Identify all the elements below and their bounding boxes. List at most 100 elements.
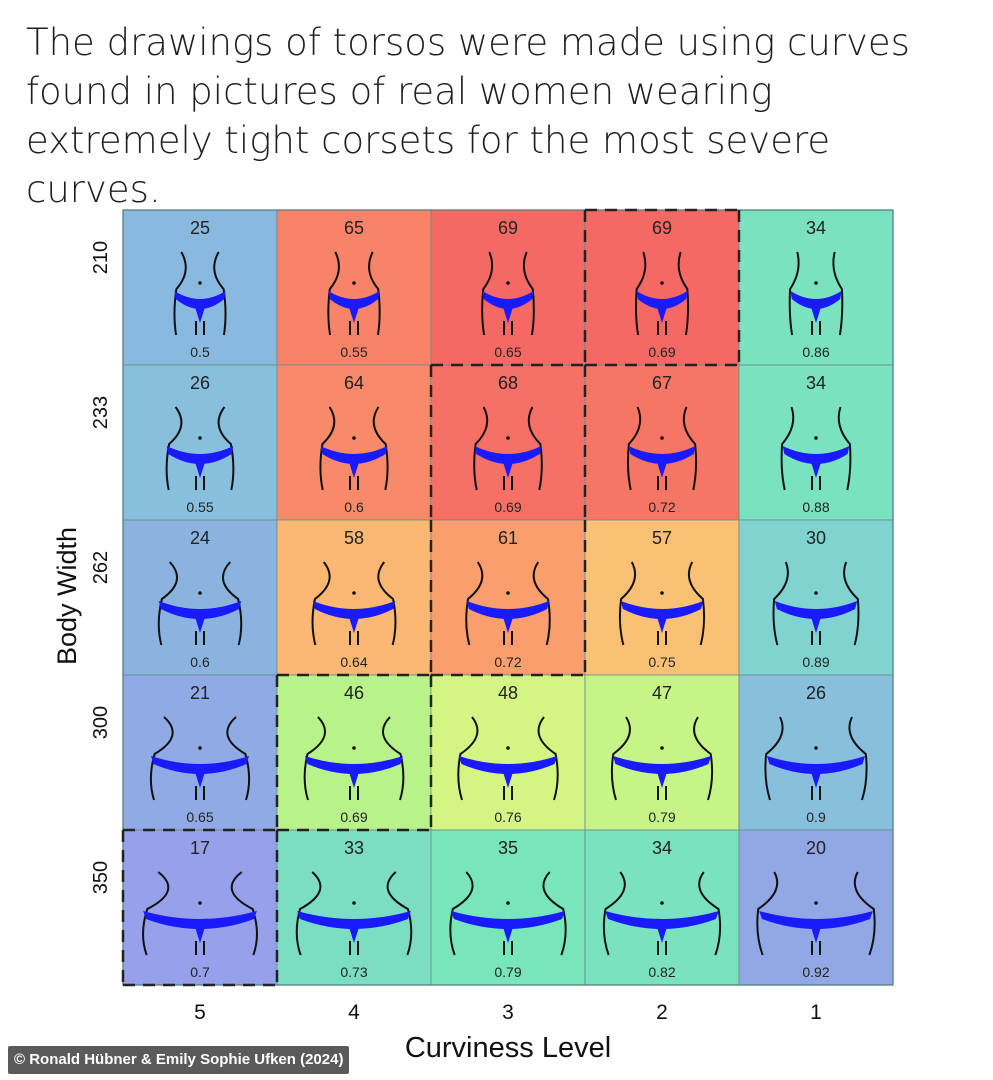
heatmap-cell: 200.92 bbox=[738, 829, 894, 986]
torso-outline-right bbox=[226, 716, 251, 801]
cell-value-label: 67 bbox=[652, 373, 672, 393]
cell-value-label: 30 bbox=[806, 528, 826, 548]
heatmap-cell: 690.69 bbox=[584, 209, 740, 366]
torso-figure bbox=[457, 716, 559, 801]
torso-outline-right bbox=[386, 871, 413, 956]
cell-value-label: 47 bbox=[652, 683, 672, 703]
heatmap-cell: 690.65 bbox=[430, 209, 586, 366]
navel-dot bbox=[198, 281, 202, 285]
navel-dot bbox=[506, 746, 510, 750]
torso-outline-left bbox=[756, 871, 779, 956]
garment-crotch bbox=[195, 617, 205, 633]
cell-value-label: 17 bbox=[190, 838, 210, 858]
cell-background bbox=[430, 364, 586, 521]
navel-dot bbox=[660, 746, 664, 750]
torso-outline-left bbox=[295, 871, 322, 956]
heatmap-cell: 340.86 bbox=[738, 209, 894, 366]
torso-figure bbox=[157, 561, 243, 646]
garment-band bbox=[328, 291, 380, 309]
garment-crotch bbox=[349, 617, 359, 633]
cell-background bbox=[276, 209, 432, 366]
garment-crotch bbox=[349, 927, 359, 943]
cell-background bbox=[430, 209, 586, 366]
caption: The drawings of torsos were made using c… bbox=[26, 21, 910, 211]
torso-outline-right bbox=[377, 561, 397, 646]
cell-ratio-label: 0.79 bbox=[648, 809, 675, 825]
torso-outline-left bbox=[610, 716, 631, 801]
cell-value-label: 58 bbox=[344, 528, 364, 548]
x-tick-label: 1 bbox=[810, 1001, 822, 1024]
torso-outline-right bbox=[222, 561, 243, 646]
garment-band bbox=[759, 911, 873, 929]
garment-crotch bbox=[503, 462, 513, 478]
torso-outline-left bbox=[311, 561, 331, 646]
garment-band bbox=[297, 911, 411, 929]
torso-outline-left bbox=[303, 716, 327, 801]
torso-outline-right bbox=[853, 871, 876, 956]
cell-background bbox=[584, 829, 740, 986]
garment-band bbox=[320, 446, 388, 464]
navel-dot bbox=[506, 281, 510, 285]
cell-value-label: 61 bbox=[498, 528, 518, 548]
heatmap-cell: 680.69 bbox=[430, 364, 586, 521]
cell-ratio-label: 0.69 bbox=[648, 344, 675, 360]
cell-value-label: 24 bbox=[190, 528, 210, 548]
cell-background bbox=[122, 364, 278, 521]
garment-band bbox=[151, 756, 249, 774]
torso-outline-left bbox=[457, 716, 479, 801]
torso-outline-left bbox=[327, 251, 340, 336]
garment-band bbox=[451, 911, 565, 929]
torso-outline-left bbox=[618, 561, 637, 646]
cell-background bbox=[584, 209, 740, 366]
navel-dot bbox=[198, 746, 202, 750]
garment-band bbox=[474, 446, 542, 464]
navel-dot bbox=[506, 591, 510, 595]
garment-band bbox=[774, 601, 858, 619]
cell-ratio-label: 0.75 bbox=[648, 654, 675, 670]
y-axis-label: Body Width bbox=[52, 527, 82, 665]
cell-background bbox=[430, 674, 586, 831]
cell-value-label: 34 bbox=[806, 218, 826, 238]
garment-band bbox=[312, 601, 396, 619]
torso-figure bbox=[142, 871, 258, 956]
heatmap-cell: 670.72 bbox=[584, 364, 740, 521]
navel-dot bbox=[660, 281, 664, 285]
torso-outline-left bbox=[634, 251, 647, 336]
torso-outline-right bbox=[372, 406, 389, 491]
cell-ratio-label: 0.92 bbox=[802, 964, 829, 980]
garment-band bbox=[158, 601, 242, 619]
cell-ratio-label: 0.5 bbox=[190, 344, 210, 360]
navel-dot bbox=[814, 746, 818, 750]
garment-band bbox=[628, 446, 696, 464]
garment-crotch bbox=[811, 307, 821, 323]
torso-outline-left bbox=[481, 251, 494, 336]
cell-value-label: 33 bbox=[344, 838, 364, 858]
cell-value-label: 25 bbox=[190, 218, 210, 238]
cell-background bbox=[122, 519, 278, 676]
garment-band bbox=[174, 291, 226, 309]
cell-value-label: 68 bbox=[498, 373, 518, 393]
torso-outline-left bbox=[149, 716, 174, 801]
torso-outline-right bbox=[522, 251, 535, 336]
navel-dot bbox=[814, 436, 818, 440]
navel-dot bbox=[660, 591, 664, 595]
cell-background bbox=[584, 364, 740, 521]
torso-outline-left bbox=[764, 716, 784, 801]
torso-figure bbox=[165, 406, 235, 491]
heatmap-cell: 340.82 bbox=[584, 829, 740, 986]
navel-dot bbox=[814, 591, 818, 595]
cell-ratio-label: 0.9 bbox=[806, 809, 826, 825]
garment-crotch bbox=[657, 772, 667, 788]
torso-figure bbox=[295, 871, 413, 956]
heatmap-cell: 610.72 bbox=[430, 519, 586, 676]
garment-crotch bbox=[657, 617, 667, 633]
torso-figure bbox=[173, 251, 227, 336]
garment-crotch bbox=[503, 927, 513, 943]
garment-band bbox=[482, 291, 534, 309]
navel-dot bbox=[660, 901, 664, 905]
heatmap-cell: 240.6 bbox=[122, 519, 278, 676]
cell-background bbox=[276, 364, 432, 521]
garment-band bbox=[767, 756, 865, 774]
heatmap-cell: 650.55 bbox=[276, 209, 432, 366]
torso-figure bbox=[634, 251, 690, 336]
